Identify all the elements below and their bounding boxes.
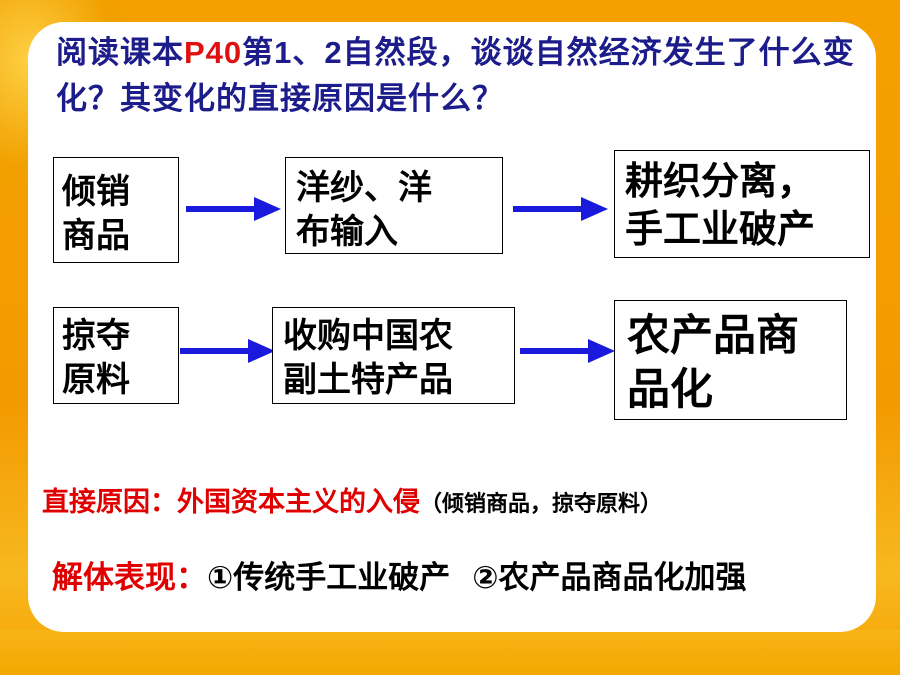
box-handicraft-bankrupt: 耕织分离，手工业破产 (614, 150, 870, 258)
arrow-right-icon (180, 339, 275, 363)
box-foreign-yarn-cloth: 洋纱、洋布输入 (285, 157, 503, 254)
box-commercialization: 农产品商品化 (614, 300, 847, 420)
direct-cause-label: 直接原因：外国资本主义的入侵 (42, 487, 420, 518)
box-dumping-goods: 倾销商品 (53, 157, 179, 263)
disintegration-item-1: ①传统手工业破产 (207, 560, 451, 596)
arrow-right-icon (513, 197, 608, 221)
disintegration-item-2: ②农产品商品化加强 (472, 560, 747, 596)
bottom-band (0, 630, 900, 675)
question-text: 阅读课本P40第1、2自然段，谈谈自然经济发生了什么变化？其变化的直接原因是什么… (56, 35, 855, 117)
disintegration-label: 解体表现： (52, 560, 207, 596)
disintegration-line: 解体表现：①传统手工业破产 ②农产品商品化加强 (52, 552, 747, 597)
box-purchase-farm-products: 收购中国农副土特产品 (272, 307, 515, 404)
arrow-right-icon (186, 197, 281, 221)
direct-cause-note: （倾销商品，掠夺原料） (420, 492, 663, 517)
box-plunder-raw-materials: 掠夺原料 (53, 307, 179, 404)
page-reference: P40 (184, 35, 243, 70)
direct-cause-line: 直接原因：外国资本主义的入侵（倾销商品，掠夺原料） (42, 480, 662, 519)
arrow-right-icon (520, 339, 615, 363)
